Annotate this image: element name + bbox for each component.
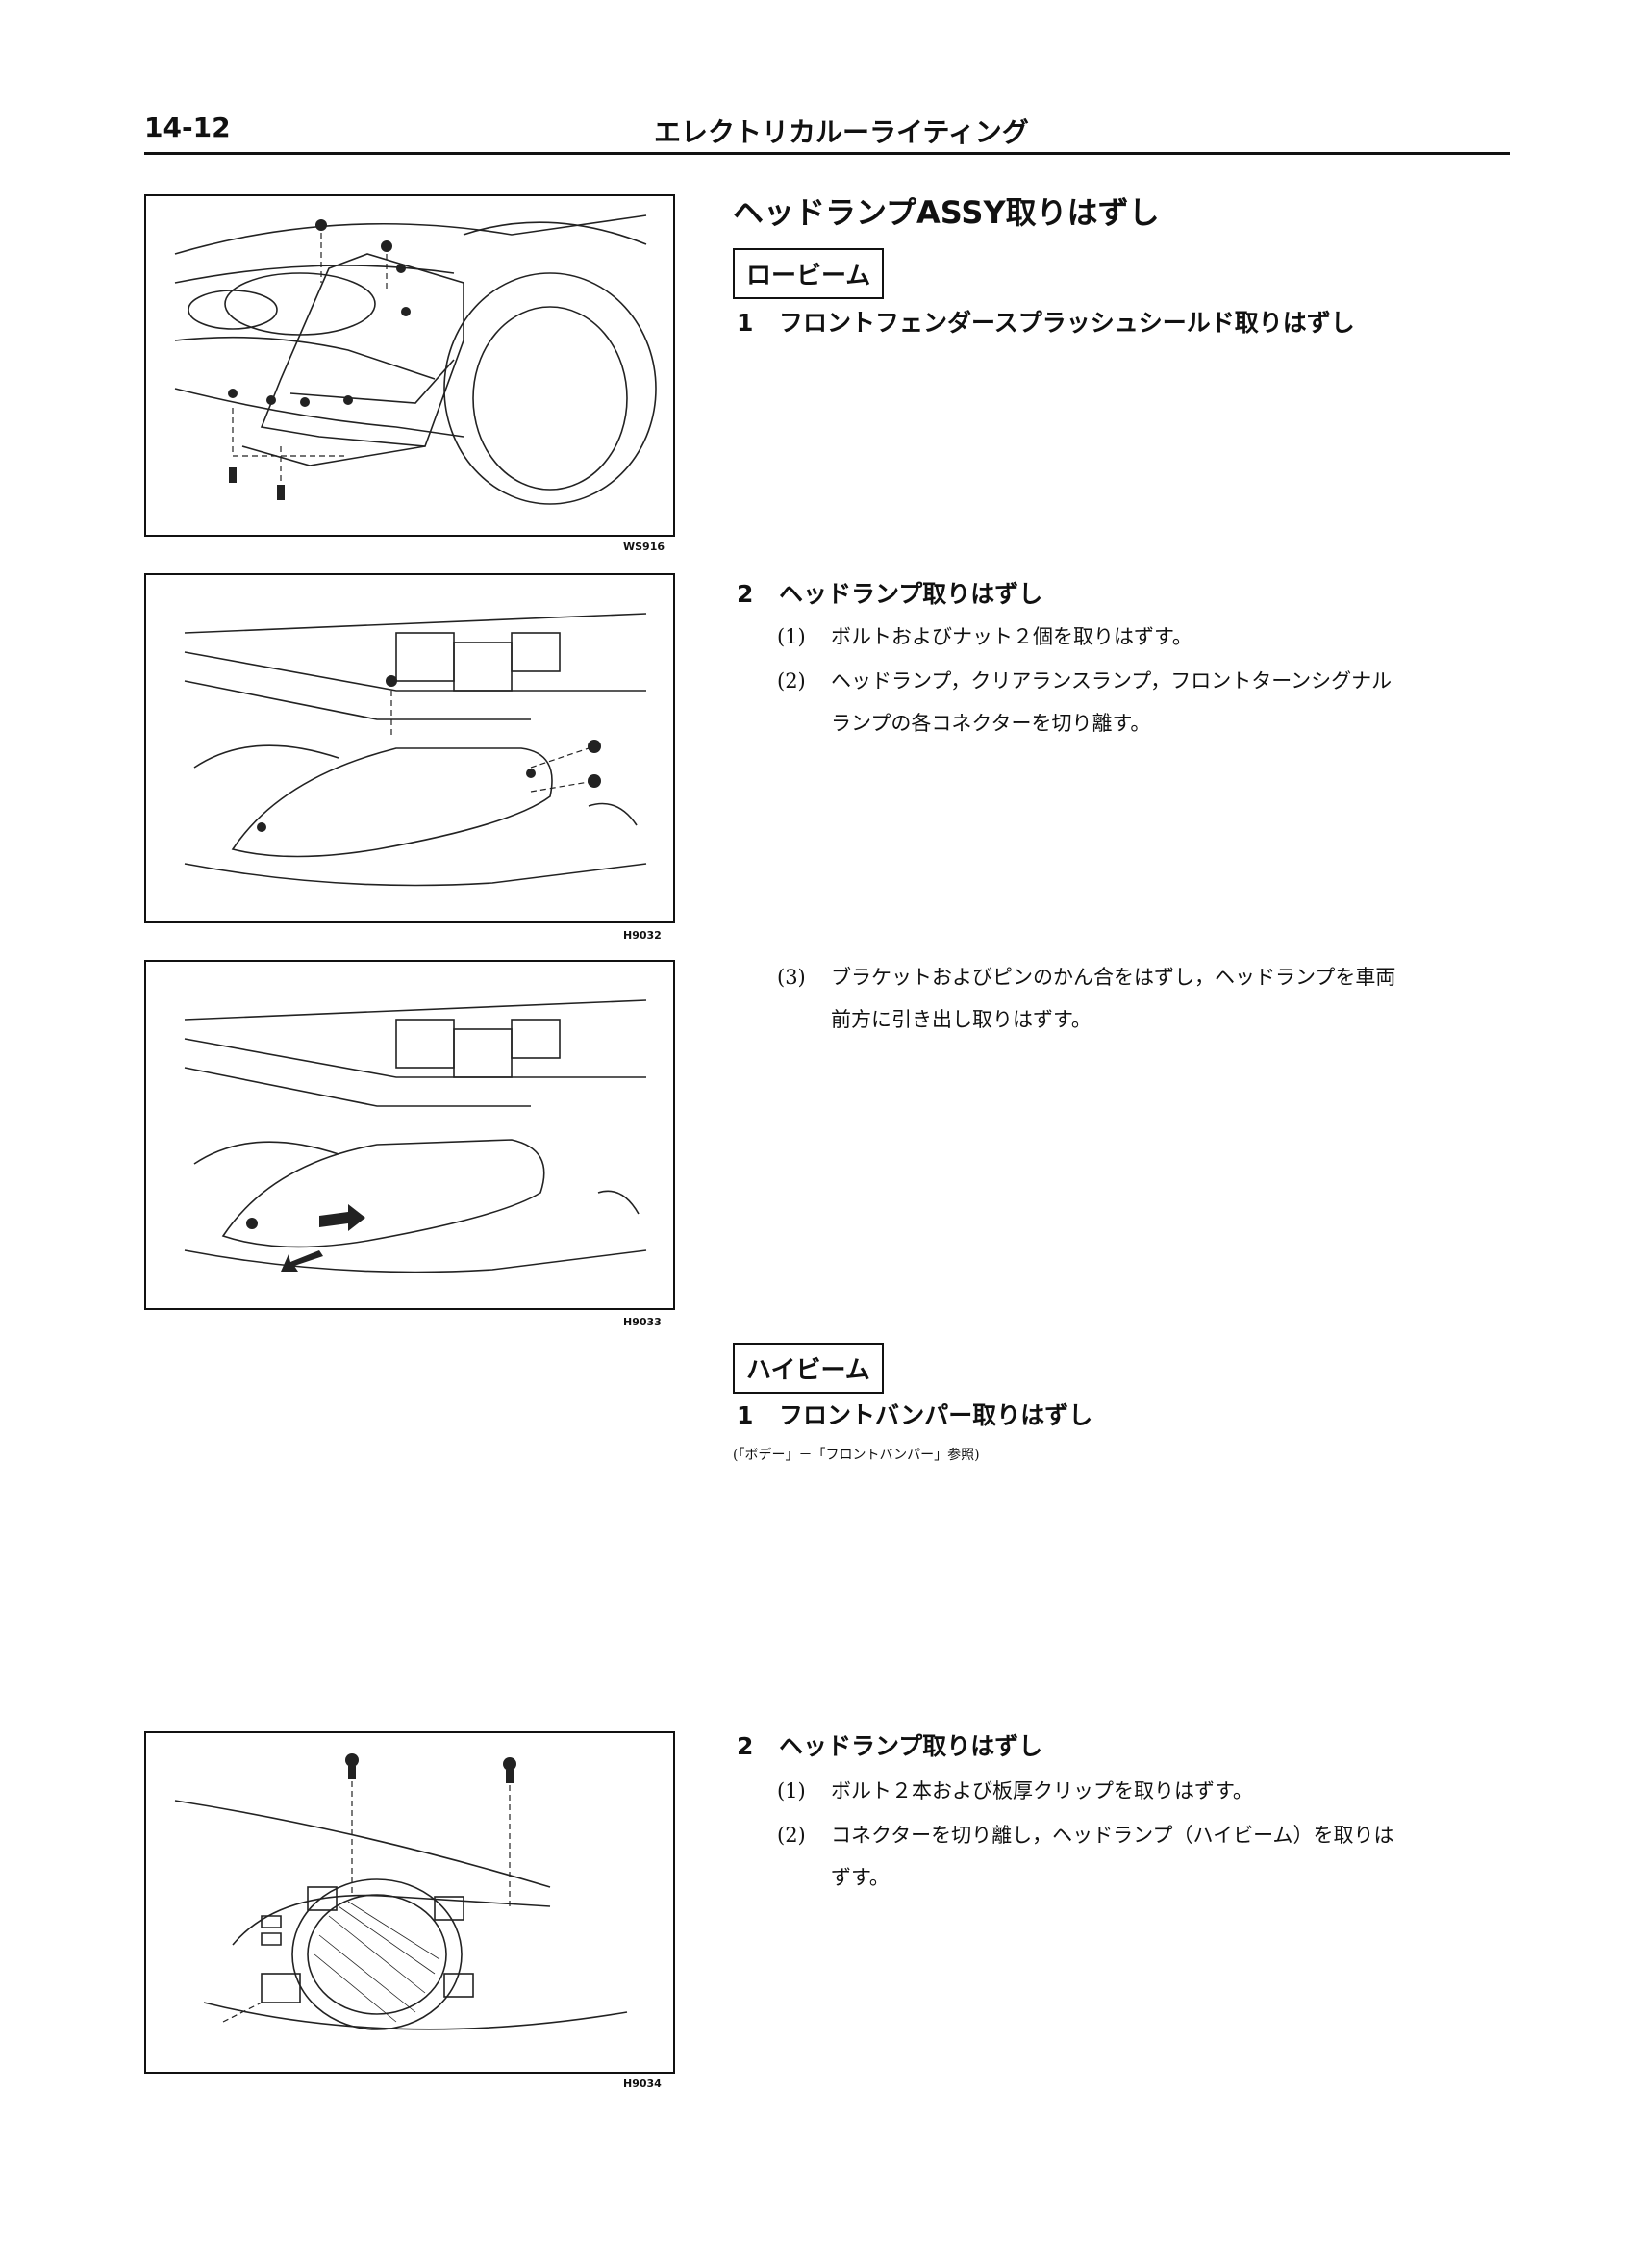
sub-text: コネクターを切り離し，ヘッドランプ（ハイビーム）を取りは: [831, 1824, 1394, 1847]
step-text: ヘッドランプ取りはずし: [779, 580, 1043, 608]
figure-splash-shield: [144, 194, 675, 537]
figure-headlamp-bolts: [144, 573, 675, 923]
figure-code-h9033: H9033: [623, 1316, 662, 1328]
figure-code-h9034: H9034: [623, 2078, 662, 2090]
high-beam-label: ハイビーム: [733, 1343, 884, 1394]
step-number: 2: [737, 1732, 754, 1760]
step-text: フロントバンパー取りはずし: [779, 1401, 1093, 1429]
high-beam-sub-1: (1) ボルト２本および板厚クリップを取りはずす。: [777, 1776, 1253, 1804]
headlamp-bolts-illustration: [184, 613, 647, 887]
low-beam-label: ロービーム: [733, 248, 885, 299]
step-number: 2: [737, 580, 754, 608]
sub-text: ボルト２本および板厚クリップを取りはずす。: [831, 1779, 1253, 1802]
main-title: ヘッドランプASSY取りはずし: [733, 194, 1160, 231]
high-beam-headlamp-illustration: [174, 1753, 628, 2030]
sub-text: ヘッドランプ，クリアランスランプ，フロントターンシグナル: [831, 669, 1393, 693]
low-beam-sub-3: (3) ブラケットおよびピンのかん合をはずし，ヘッドランプを車両: [777, 962, 1395, 991]
splash-shield-illustration: [174, 214, 657, 505]
sub-text: ボルトおよびナット２個を取りはずす。: [831, 625, 1192, 648]
sub-number: (1): [777, 625, 806, 648]
figure-headlamp-removal: [144, 960, 675, 1310]
headlamp-removal-illustration: [184, 999, 647, 1273]
step-number: 1: [737, 309, 754, 337]
sub-number: (1): [777, 1779, 806, 1802]
high-beam-reference: (「ボデー」－「フロントバンパー」参照): [733, 1448, 980, 1463]
header-rule: [144, 152, 1510, 155]
step-number: 1: [737, 1401, 754, 1429]
low-beam-step-1: 1 フロントフェンダースプラッシュシールド取りはずし: [737, 304, 1355, 339]
step-text: フロントフェンダースプラッシュシールド取りはずし: [779, 309, 1355, 337]
sub-number: (2): [777, 1824, 806, 1847]
high-beam-sub-2-cont: ずす。: [831, 1866, 890, 1889]
low-beam-sub-3-cont: 前方に引き出し取りはずす。: [831, 1008, 1092, 1031]
low-beam-sub-1: (1) ボルトおよびナット２個を取りはずす。: [777, 621, 1192, 650]
figure-code-h9032: H9032: [623, 929, 662, 942]
sub-number: (2): [777, 669, 806, 693]
sub-number: (3): [777, 966, 806, 989]
sub-text: ブラケットおよびピンのかん合をはずし，ヘッドランプを車両: [831, 966, 1396, 989]
step-text: ヘッドランプ取りはずし: [779, 1732, 1043, 1760]
figure-high-beam-headlamp: [144, 1731, 675, 2074]
high-beam-step-1: 1 フロントバンパー取りはずし: [737, 1397, 1092, 1431]
section-title: エレクトリカルーライティング: [654, 116, 1029, 148]
low-beam-step-2: 2 ヘッドランプ取りはずし: [737, 575, 1042, 610]
high-beam-step-2: 2 ヘッドランプ取りはずし: [737, 1727, 1042, 1762]
page-number: 14-12: [144, 112, 231, 143]
low-beam-sub-2-cont: ランプの各コネクターを切り離す。: [831, 712, 1151, 735]
figure-code-ws916: WS916: [623, 541, 665, 553]
low-beam-sub-2: (2) ヘッドランプ，クリアランスランプ，フロントターンシグナル: [777, 666, 1392, 694]
high-beam-sub-2: (2) コネクターを切り離し，ヘッドランプ（ハイビーム）を取りは: [777, 1820, 1393, 1849]
